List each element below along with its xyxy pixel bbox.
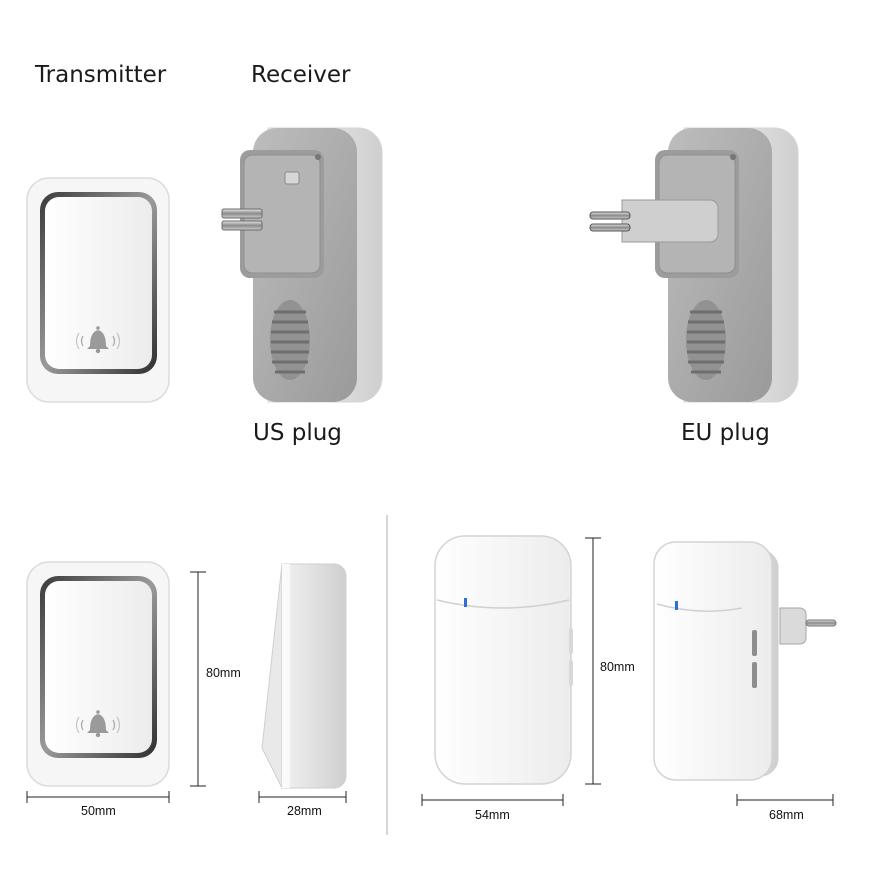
receiver-eu-plug: [589, 127, 799, 403]
led-indicator: [675, 601, 678, 610]
us-plug-label: US plug: [253, 420, 342, 446]
bell-icon: [75, 710, 121, 738]
transmitter-front-top: [26, 177, 170, 403]
receiver-us-plug: [221, 127, 383, 403]
bell-icon: [75, 326, 121, 354]
receiver-height-label: 80mm: [600, 660, 635, 674]
transmitter-width-label: 50mm: [81, 804, 116, 818]
receiver-depth-label: 68mm: [769, 808, 804, 822]
receiver-dimension-lines: [421, 537, 834, 806]
speaker-grille: [686, 300, 726, 380]
transmitter-label: Transmitter: [35, 62, 167, 88]
receiver-label: Receiver: [251, 62, 351, 88]
eu-plug-label: EU plug: [681, 420, 770, 446]
transmitter-dimension-lines: [26, 571, 347, 803]
transmitter-height-label: 80mm: [206, 666, 241, 680]
transmitter-depth-label: 28mm: [287, 804, 322, 818]
transmitter-front-bottom: [26, 561, 170, 787]
receiver-width-label: 54mm: [475, 808, 510, 822]
receiver-front: [434, 535, 573, 785]
transmitter-side-view: [261, 563, 347, 789]
receiver-perspective: [653, 541, 837, 781]
speaker-grille: [270, 300, 310, 380]
led-indicator: [464, 598, 467, 607]
